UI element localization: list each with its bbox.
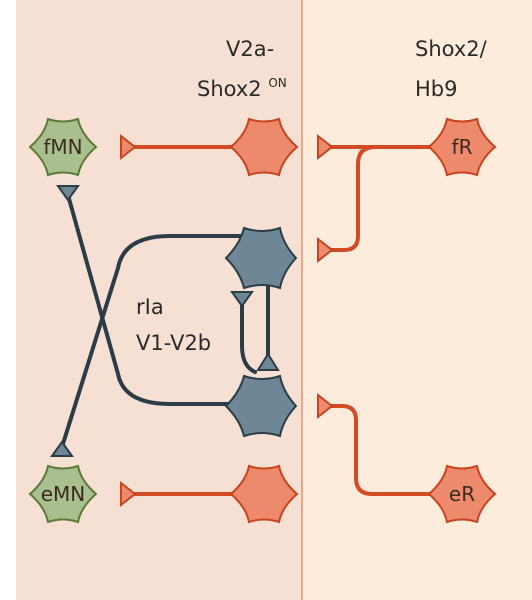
terminal-lower-ria-input — [317, 392, 334, 420]
v2a-lower-neuron — [229, 464, 299, 524]
terminal-lower-to-upper-ria — [230, 291, 254, 308]
lower-ria-to-upper-ria — [240, 302, 257, 374]
terminal-upper-to-lower-ria — [256, 352, 280, 371]
ria-label-line1: rIa — [136, 295, 164, 319]
ria-upper-cell-body — [224, 226, 298, 290]
v2a-label-line1: V2a- — [226, 37, 274, 61]
shox2-hb9-label: Shox2/ Hb9 — [415, 37, 488, 101]
terminal-fr-input — [317, 133, 334, 161]
er-output-line — [328, 404, 432, 496]
ria-lower-cell-body — [224, 374, 298, 438]
er-label: eR — [449, 482, 475, 506]
fmn-neuron: fMN — [28, 117, 98, 177]
terminal-upper-ria-input — [317, 236, 334, 264]
terminal-emn-from-v2a — [120, 480, 137, 508]
v2a-upper-cell-body — [229, 117, 299, 177]
v2a-label-superscript: ON — [268, 76, 286, 90]
right-panel-background — [302, 0, 532, 600]
ria-upper-neuron — [224, 226, 298, 290]
svg-text:Shox2 ON: Shox2 ON — [197, 76, 287, 101]
fmn-label: fMN — [43, 135, 82, 159]
terminal-fmn-inhibitory — [56, 185, 80, 202]
excitatory-pathways — [130, 145, 432, 496]
upper-ria-arc — [60, 234, 262, 449]
er-neuron: eR — [427, 464, 497, 524]
fr-neuron: fR — [427, 117, 497, 177]
fr-cell-body — [427, 117, 497, 177]
lower-ria-arc — [66, 193, 260, 406]
shox2-hb9-label-line1: Shox2/ — [415, 37, 488, 61]
emn-neuron: eMN — [28, 464, 98, 524]
fr-label: fR — [452, 135, 473, 159]
shox2-hb9-label-line2: Hb9 — [415, 77, 457, 101]
v2a-label-line2: Shox2 — [197, 77, 262, 101]
er-cell-body — [427, 464, 497, 524]
ria-label: rIa V1-V2b — [136, 295, 211, 355]
fmn-cell-body — [28, 117, 98, 177]
emn-cell-body — [28, 464, 98, 524]
v2a-shox2-label: V2a- Shox2 ON — [197, 37, 287, 101]
terminal-emn-inhibitory — [50, 440, 74, 457]
v2a-lower-cell-body — [229, 464, 299, 524]
v2a-upper-neuron — [229, 117, 299, 177]
ria-lower-neuron — [224, 374, 298, 438]
ria-label-line2: V1-V2b — [136, 331, 211, 355]
terminal-fmn-from-v2a — [120, 133, 137, 161]
emn-label: eMN — [41, 482, 86, 506]
fr-branch-line — [328, 145, 377, 252]
